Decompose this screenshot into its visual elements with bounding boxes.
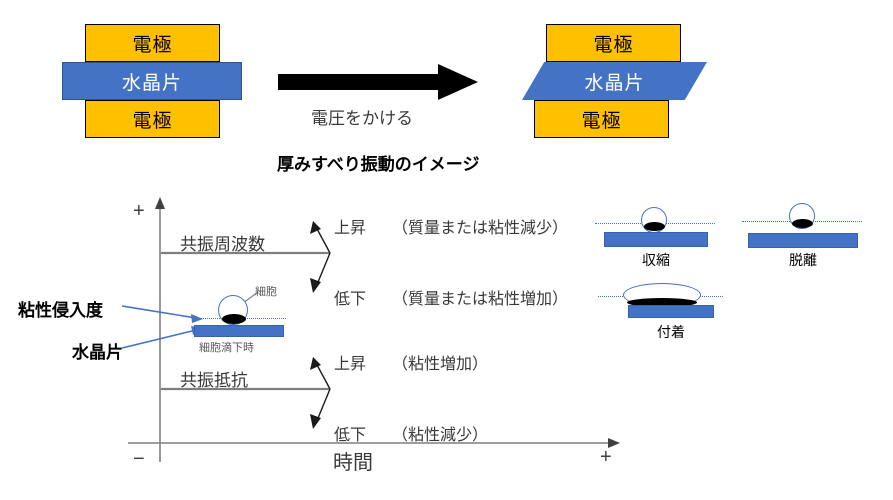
branch-down-reason-resistance: （粘性減少） <box>392 427 489 444</box>
quartz-plate-left: 水晶片 <box>62 62 242 100</box>
electrode-bottom-left: 電極 <box>85 100 220 138</box>
callout-label-viscous-penetration-depth: 粘性侵入度 <box>18 301 103 320</box>
y-axis-positive-label: + <box>133 200 145 222</box>
panel-label-detached: 脱離 <box>789 252 817 268</box>
branch-up-direction-resistance: 上昇 <box>334 356 367 373</box>
electrode-top-left: 電極 <box>85 24 220 62</box>
callout-label-quartz-plate: 水晶片 <box>72 343 123 362</box>
branch-up-direction-frequency: 上昇 <box>334 220 367 237</box>
electrode-top-right: 電極 <box>546 24 681 62</box>
panel-detached-cell-contact <box>792 219 813 228</box>
inline-quartz-bar <box>194 325 284 337</box>
panel-label-contracted: 収縮 <box>642 252 670 268</box>
branch-up-reason-resistance: （粘性増加） <box>392 356 489 373</box>
branch-up-reason-frequency: （質量または粘性減少） <box>392 220 569 237</box>
diagram-caption: 厚みすべり振動のイメージ <box>277 155 480 174</box>
x-axis-title: 時間 <box>333 452 373 474</box>
panel-contracted-quartz-bar <box>604 232 708 247</box>
right-arrow-icon <box>278 64 478 100</box>
group-label-resonance-resistance: 共振抵抗 <box>180 371 248 390</box>
panel-detached-quartz-bar <box>748 233 858 248</box>
branch-down-reason-frequency: （質量または粘性増加） <box>392 291 569 308</box>
inline-state-label: 細胞滴下時 <box>199 342 254 354</box>
apply-voltage-label: 電圧をかける <box>311 109 413 128</box>
branch-down-direction-frequency: 低下 <box>334 291 367 308</box>
inline-cell-contact-area <box>222 314 246 324</box>
inline-cell-label: 細胞 <box>255 286 277 298</box>
y-axis-negative-label: − <box>133 448 145 470</box>
x-axis-positive-label: + <box>600 446 612 468</box>
group-label-resonance-frequency: 共振周波数 <box>180 235 265 254</box>
quartz-plate-right-sheared: 水晶片 <box>522 62 707 100</box>
panel-adhered-quartz-bar <box>628 305 714 318</box>
panel-adhered-cell-contact <box>627 298 697 307</box>
electrode-bottom-right: 電極 <box>534 100 669 138</box>
branch-down-direction-resistance: 低下 <box>334 427 367 444</box>
panel-contracted-cell-contact <box>644 222 665 231</box>
panel-label-adhered: 付着 <box>657 324 685 340</box>
